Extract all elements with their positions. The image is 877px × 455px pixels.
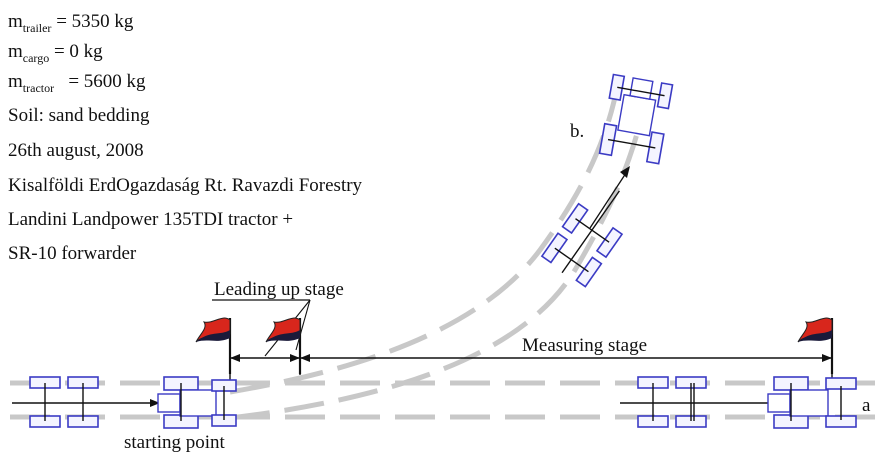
test-date: 26th august, 2008 bbox=[8, 140, 144, 161]
tractor-mass: mtractor = 5600 kg bbox=[8, 71, 146, 95]
measuring-stage-label: Measuring stage bbox=[522, 335, 648, 356]
straight-track bbox=[10, 380, 877, 420]
vehicle-starting-position bbox=[29, 376, 237, 429]
position-b-label: b. bbox=[570, 121, 585, 142]
starting-point-label: starting point bbox=[124, 432, 225, 453]
leading-up-stage-label: Leading up stage bbox=[214, 279, 344, 300]
cargo-mass: mcargo = 0 kg bbox=[8, 41, 103, 65]
start-flag-icon bbox=[194, 316, 232, 376]
soil-type: Soil: sand bedding bbox=[8, 105, 150, 126]
finish-flag-icon bbox=[796, 316, 834, 376]
position-a-label: a bbox=[862, 395, 871, 416]
curved-track bbox=[229, 69, 653, 421]
machine-line-1: Landini Landpower 135TDI tractor + bbox=[8, 209, 294, 230]
test-location: Kisalföldi ErdOgazdaság Rt. Ravazdi Fore… bbox=[8, 175, 363, 196]
machine-line-2: SR-10 forwarder bbox=[8, 243, 137, 264]
trailer-mass: mtrailer = 5350 kg bbox=[8, 11, 134, 35]
leading-flag-icon bbox=[264, 316, 302, 376]
vehicle-position-a bbox=[637, 376, 857, 429]
vehicle-position-b bbox=[540, 73, 674, 288]
